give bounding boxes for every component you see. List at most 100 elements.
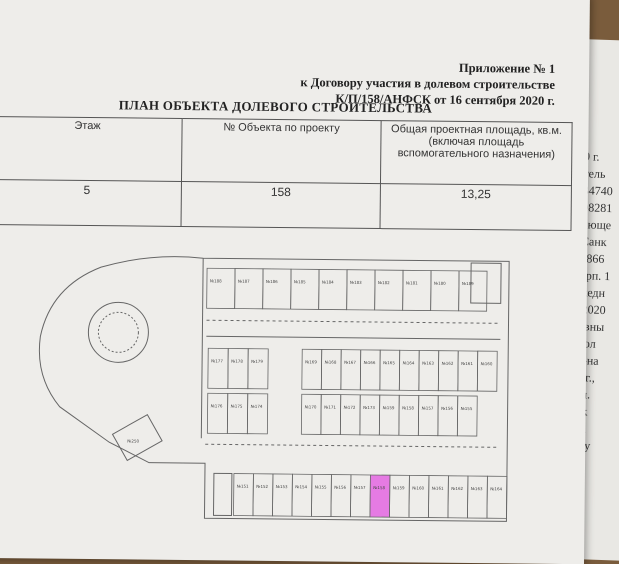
parking-room bbox=[379, 349, 401, 391]
room-label: №165 bbox=[383, 360, 395, 365]
parking-room bbox=[456, 395, 478, 437]
header-floor: Этаж bbox=[0, 116, 183, 182]
room-label: №170 bbox=[305, 404, 317, 409]
parking-room bbox=[476, 350, 498, 392]
parking-room bbox=[206, 267, 236, 309]
parking-room bbox=[398, 394, 420, 436]
parking-room bbox=[398, 349, 420, 391]
room-label: №153 bbox=[276, 484, 288, 489]
room-label: №176 bbox=[211, 403, 223, 408]
room-label: №163 bbox=[422, 361, 434, 366]
parking-room bbox=[346, 269, 376, 311]
parking-room bbox=[458, 270, 488, 312]
room-label: №157 bbox=[422, 406, 434, 411]
parking-room bbox=[233, 473, 254, 517]
parking-room bbox=[428, 475, 449, 519]
room-label: №160 bbox=[412, 485, 424, 490]
parking-room bbox=[486, 475, 508, 519]
parking-room bbox=[378, 394, 400, 436]
parking-room bbox=[330, 474, 352, 518]
parking-room bbox=[272, 473, 293, 517]
cell-floor: 5 bbox=[0, 179, 182, 227]
parking-room bbox=[246, 393, 269, 435]
room-label: №163 bbox=[471, 486, 483, 491]
parking-room bbox=[206, 392, 229, 434]
parking-room bbox=[339, 394, 361, 436]
room-label: №178 bbox=[231, 359, 243, 364]
cell-object-number: 158 bbox=[181, 181, 381, 229]
room-label: №160 bbox=[481, 361, 493, 366]
parking-room bbox=[252, 473, 274, 517]
room-label: №185 bbox=[294, 279, 306, 284]
room-label: №161 bbox=[461, 361, 473, 366]
room-label: №188 bbox=[210, 278, 222, 283]
room-label: №179 bbox=[251, 359, 263, 364]
parking-room bbox=[359, 394, 381, 436]
room-label: №155 bbox=[315, 484, 327, 489]
parking-room bbox=[417, 395, 439, 437]
room-label: №161 bbox=[432, 486, 444, 491]
room-label: №186 bbox=[266, 279, 278, 284]
room-label: №162 bbox=[451, 486, 463, 491]
parking-room bbox=[311, 473, 332, 517]
room-label: №180 bbox=[434, 281, 446, 286]
parking-room bbox=[418, 350, 440, 392]
room-label: №164 bbox=[490, 486, 502, 491]
room-label: №151 bbox=[237, 484, 249, 489]
appendix-line-1: Приложение № 1 bbox=[458, 60, 556, 76]
room-label: №164 bbox=[403, 360, 415, 365]
room-label: №187 bbox=[238, 279, 250, 284]
parking-room bbox=[340, 349, 362, 391]
room-label: №183 bbox=[350, 280, 362, 285]
parking-room bbox=[408, 474, 430, 518]
parking-room bbox=[291, 473, 313, 517]
room-label: №168 bbox=[325, 359, 337, 364]
parking-room bbox=[207, 347, 229, 389]
room-label: №157 bbox=[354, 485, 366, 490]
room-label: №158 bbox=[402, 405, 414, 410]
room-label: №155 bbox=[461, 406, 473, 411]
parking-room bbox=[457, 350, 479, 392]
parking-room bbox=[374, 269, 404, 311]
parking-room bbox=[320, 349, 342, 391]
room-label: №189 bbox=[462, 281, 474, 286]
header-area: Общая проектная площадь, кв.м. (включая … bbox=[380, 120, 573, 186]
corner-room-label: №250 bbox=[127, 438, 139, 443]
parking-room bbox=[262, 268, 292, 310]
room-label: №156 bbox=[441, 406, 453, 411]
room-label: №182 bbox=[378, 280, 390, 285]
room-label: №172 bbox=[344, 405, 356, 410]
document-title: ПЛАН ОБЪЕКТА ДОЛЕВОГО СТРОИТЕЛЬСТВА bbox=[118, 97, 433, 116]
room-label: №159 bbox=[383, 405, 395, 410]
parking-room bbox=[290, 268, 320, 310]
parking-room bbox=[234, 268, 264, 310]
parking-room bbox=[300, 393, 322, 435]
room-label: №181 bbox=[406, 280, 418, 285]
room-label: №154 bbox=[295, 484, 307, 489]
parking-room bbox=[350, 474, 371, 518]
room-label: №162 bbox=[442, 361, 454, 366]
room-label: №171 bbox=[324, 404, 336, 409]
room-label: №167 bbox=[344, 360, 356, 365]
parking-room bbox=[320, 394, 342, 436]
room-label: №158 bbox=[373, 485, 385, 490]
room-label: №175 bbox=[231, 404, 243, 409]
room-label: №177 bbox=[211, 358, 223, 363]
object-table: Этаж № Объекта по проекту Общая проектна… bbox=[0, 116, 573, 231]
room-label: №174 bbox=[251, 404, 263, 409]
cell-area: 13,25 bbox=[380, 183, 572, 231]
parking-room bbox=[247, 348, 269, 390]
room-label: №166 bbox=[364, 360, 376, 365]
parking-room bbox=[227, 348, 249, 390]
document-sheet: Приложение № 1 к Договору участия в доле… bbox=[0, 0, 590, 564]
parking-room bbox=[437, 395, 459, 437]
room-label: №159 bbox=[393, 485, 405, 490]
header-object-number: № Объекта по проекту bbox=[181, 118, 382, 184]
highlighted-room bbox=[369, 474, 391, 518]
room-label: №156 bbox=[334, 485, 346, 490]
room-label: №169 bbox=[305, 359, 317, 364]
room-label: №152 bbox=[256, 484, 268, 489]
room-label: №173 bbox=[363, 405, 375, 410]
parking-room bbox=[301, 348, 323, 390]
